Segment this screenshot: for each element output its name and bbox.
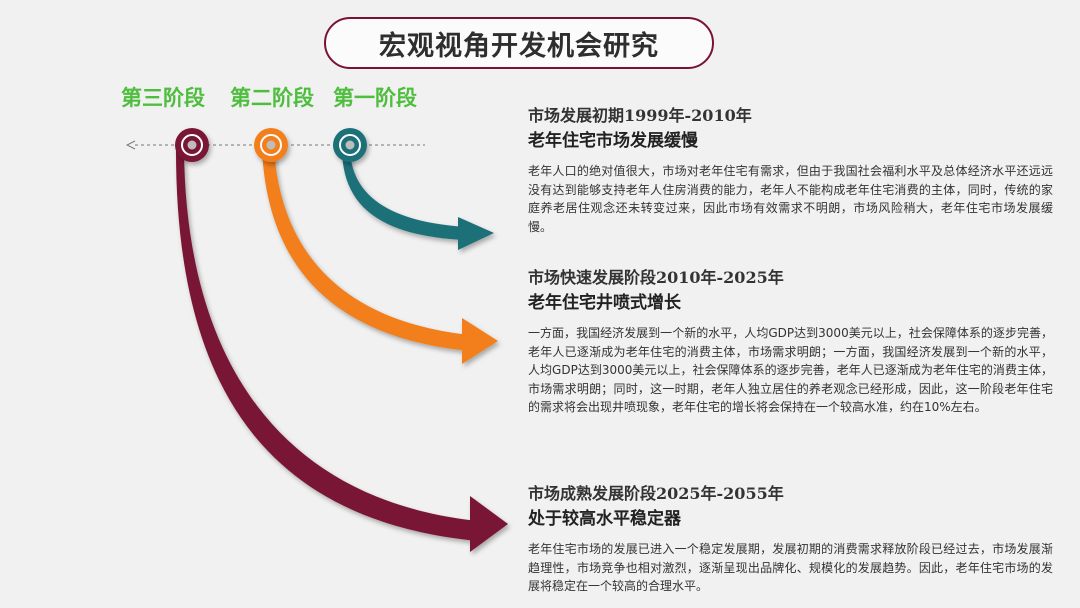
arrow-stage-3	[176, 150, 508, 552]
stage-marker-1	[333, 128, 367, 162]
stage-marker-3	[175, 128, 209, 162]
page-title: 宏观视角开发机会研究	[379, 30, 659, 62]
title-banner: 宏观视角开发机会研究	[324, 17, 714, 69]
section-body: 老年住宅市场的发展已进入一个稳定发展期，发展初期的消费需求释放阶段已经过去，市场…	[528, 542, 1053, 594]
stage-marker-2	[254, 128, 288, 162]
section-subheading: 老年住宅井喷式增长	[528, 293, 681, 313]
section-body: 老年人口的绝对值很大，市场对老年住宅有需求，但由于我国社会福利水平及总体经济水平…	[528, 164, 1053, 234]
section-subheading: 处于较高水平稳定器	[528, 509, 681, 529]
stage-label-3: 第三阶段	[121, 86, 205, 110]
arrow-stage-2	[262, 150, 498, 364]
stage-label-1: 第一阶段	[333, 86, 417, 110]
section-heading: 市场发展初期1999年-2010年	[528, 106, 752, 125]
section-body: 一方面，我国经济发展到一个新的水平，人均GDP达到3000美元以上，社会保障体系…	[528, 326, 1053, 415]
section-subheading: 老年住宅市场发展缓慢	[528, 131, 698, 151]
timeline-arrowhead-icon	[125, 140, 136, 150]
section-rapid-stage: 市场快速发展阶段2010年-2025年 老年住宅井喷式增长 一方面，我国经济发展…	[528, 267, 1053, 417]
section-heading: 市场快速发展阶段2010年-2025年	[528, 268, 784, 287]
section-heading: 市场成熟发展阶段2025年-2055年	[528, 484, 784, 503]
arrow-stage-1	[342, 150, 494, 250]
section-mature-stage: 市场成熟发展阶段2025年-2055年 处于较高水平稳定器 老年住宅市场的发展已…	[528, 483, 1053, 596]
stage-label-2: 第二阶段	[230, 86, 314, 110]
section-early-stage: 市场发展初期1999年-2010年 老年住宅市场发展缓慢 老年人口的绝对值很大，…	[528, 105, 1053, 236]
